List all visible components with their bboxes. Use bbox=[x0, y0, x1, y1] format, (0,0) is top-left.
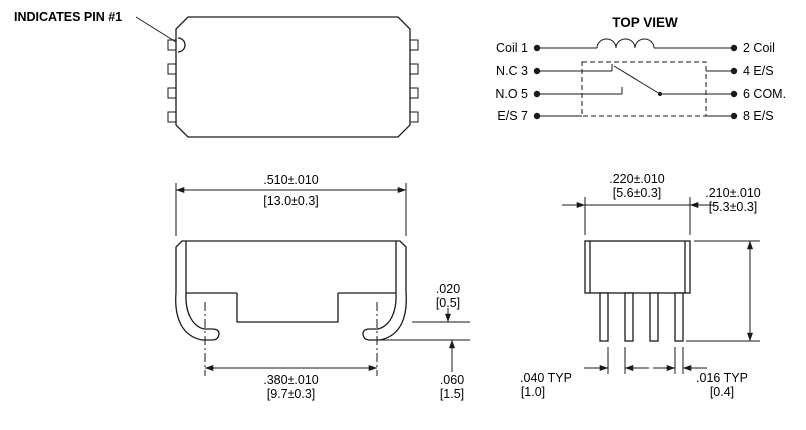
shield-dashed-box bbox=[581, 61, 707, 117]
pin-label-7: E/S 7 bbox=[497, 109, 528, 123]
dim-body-depth: .220±.010 [5.6±0.3] bbox=[562, 172, 713, 235]
lead-4 bbox=[674, 292, 684, 342]
schematic-wires bbox=[540, 38, 731, 117]
pin-label-2: 2 Coil bbox=[743, 41, 775, 55]
pin-label-8: 8 E/S bbox=[743, 109, 774, 123]
package-lead-tabs bbox=[167, 39, 419, 123]
schematic-top-view: TOP VIEW Coil 1 N. bbox=[495, 15, 786, 123]
pin-label-4: 4 E/S bbox=[743, 64, 774, 78]
dim-lead-span: .380±.010 [9.7±0.3] bbox=[204, 365, 378, 401]
dim-lead-thickness: .020 [0.5] bbox=[382, 282, 470, 341]
dim-lead-pitch: .040 TYP [1.0] bbox=[520, 347, 649, 399]
dim-lead-width: .016 TYP [0.4] bbox=[653, 347, 748, 399]
coil-symbol bbox=[596, 38, 655, 49]
pin-label-6: 6 COM. bbox=[743, 87, 786, 101]
lead-right bbox=[362, 291, 407, 341]
end-view: .220±.010 [5.6±0.3] .210±.010 [5.3±0.3] bbox=[520, 172, 761, 399]
lead-left bbox=[175, 291, 220, 341]
dim-foot-height: .060 [1.5] bbox=[440, 339, 464, 401]
end-view-leads bbox=[599, 292, 684, 342]
dim-body-width-in: .510±.010 bbox=[263, 173, 319, 187]
package-body bbox=[175, 16, 411, 138]
dim-body-depth-mm: [5.6±0.3] bbox=[613, 186, 662, 200]
dim-lead-width-in: .016 TYP bbox=[696, 371, 748, 385]
dim-body-depth-in: .220±.010 bbox=[609, 172, 665, 186]
dim-foot-height-in: .060 bbox=[440, 373, 464, 387]
dim-lead-pitch-in: .040 TYP bbox=[520, 371, 572, 385]
pin-label-3: N.C 3 bbox=[496, 64, 528, 78]
bottom-pedestal bbox=[236, 293, 339, 323]
dim-body-width-mm: [13.0±0.3] bbox=[263, 194, 319, 208]
side-view: .510±.010 [13.0±0.3] .380±.010 bbox=[175, 173, 470, 401]
pin-dots bbox=[533, 44, 738, 120]
dim-body-height-in: .210±.010 bbox=[705, 186, 761, 200]
pin1-leader-line bbox=[135, 16, 177, 43]
lead-2 bbox=[624, 292, 634, 342]
pin1-note-label: INDICATES PIN #1 bbox=[14, 10, 122, 24]
pin-label-1: Coil 1 bbox=[496, 41, 528, 55]
pin1-indicator bbox=[177, 37, 186, 53]
dim-body-height: .210±.010 [5.3±0.3] bbox=[686, 186, 761, 342]
lead-1 bbox=[599, 292, 609, 342]
end-view-body bbox=[584, 240, 691, 294]
lead-3 bbox=[649, 292, 659, 342]
dim-lead-width-mm: [0.4] bbox=[710, 385, 734, 399]
dim-foot-height-mm: [1.5] bbox=[440, 387, 464, 401]
dim-lead-thickness-in: .020 bbox=[436, 282, 460, 296]
dim-lead-thickness-mm: [0.5] bbox=[436, 296, 460, 310]
armature-line bbox=[613, 65, 661, 95]
dim-lead-pitch-mm: [1.0] bbox=[521, 385, 545, 399]
side-view-body bbox=[175, 240, 407, 323]
pin-label-5: N.O 5 bbox=[495, 87, 528, 101]
dim-lead-span-in: .380±.010 bbox=[263, 373, 319, 387]
dim-lead-span-mm: [9.7±0.3] bbox=[267, 387, 316, 401]
dim-body-width: .510±.010 [13.0±0.3] bbox=[175, 173, 407, 236]
dim-body-height-mm: [5.3±0.3] bbox=[709, 200, 758, 214]
schematic-title: TOP VIEW bbox=[612, 15, 678, 30]
switch-contacts bbox=[611, 64, 662, 96]
package-outline-view: INDICATES PIN #1 bbox=[14, 10, 419, 138]
